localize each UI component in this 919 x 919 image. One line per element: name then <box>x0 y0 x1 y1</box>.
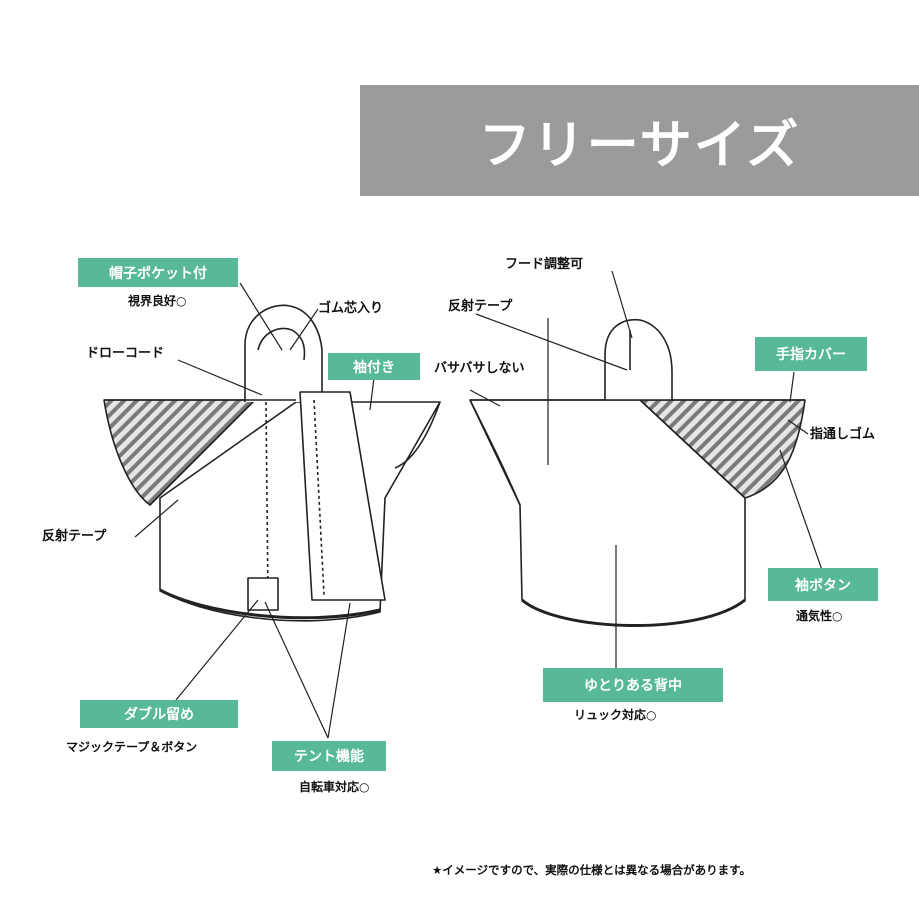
double-closure-sub: マジックテープ＆ボタン <box>66 740 198 754</box>
hand-cover-tag: 手指カバー <box>755 337 867 371</box>
front-reflective-tape-label: 反射テープ <box>42 529 107 544</box>
front-left-sleeve <box>103 399 256 506</box>
hood-pocket-sub: 視界良好○ <box>128 294 187 308</box>
back-poncho <box>469 318 806 627</box>
hood-pocket-tag: 帽子ポケット付 <box>78 258 238 287</box>
finger-elastic-label: 指通しゴム <box>810 427 876 442</box>
front-flap <box>299 391 386 601</box>
sleeves-tag: 袖付き <box>328 353 420 380</box>
front-closure-tab <box>247 577 279 611</box>
front-hood <box>244 304 323 402</box>
back-hood <box>604 318 673 400</box>
banner-title: フリーサイズ <box>478 116 801 176</box>
sleeve-button-tag: 袖ボタン <box>768 568 878 601</box>
no-flapping-label: バサバサしない <box>434 361 525 376</box>
size-banner: フリーサイズ <box>360 85 919 196</box>
disclaimer-note: ★イメージですので、実際の仕様とは異なる場合があります。 <box>432 863 751 877</box>
front-poncho <box>103 304 441 622</box>
sleeve-button-sub: 通気性○ <box>796 609 843 623</box>
tent-function-tag: テント機能 <box>272 741 386 771</box>
tent-function-sub: 自転車対応○ <box>299 780 370 794</box>
roomy-back-tag: ゆとりある背中 <box>543 668 723 702</box>
hood-adjust-label: フード調整可 <box>505 257 584 272</box>
elastic-core-label: ゴム芯入り <box>318 301 384 316</box>
double-closure-tag: ダブル留め <box>80 700 238 728</box>
draw-cord-label: ドローコード <box>86 346 165 361</box>
roomy-back-sub: リュック対応○ <box>574 708 657 722</box>
back-reflective-tape-label: 反射テープ <box>448 299 513 314</box>
